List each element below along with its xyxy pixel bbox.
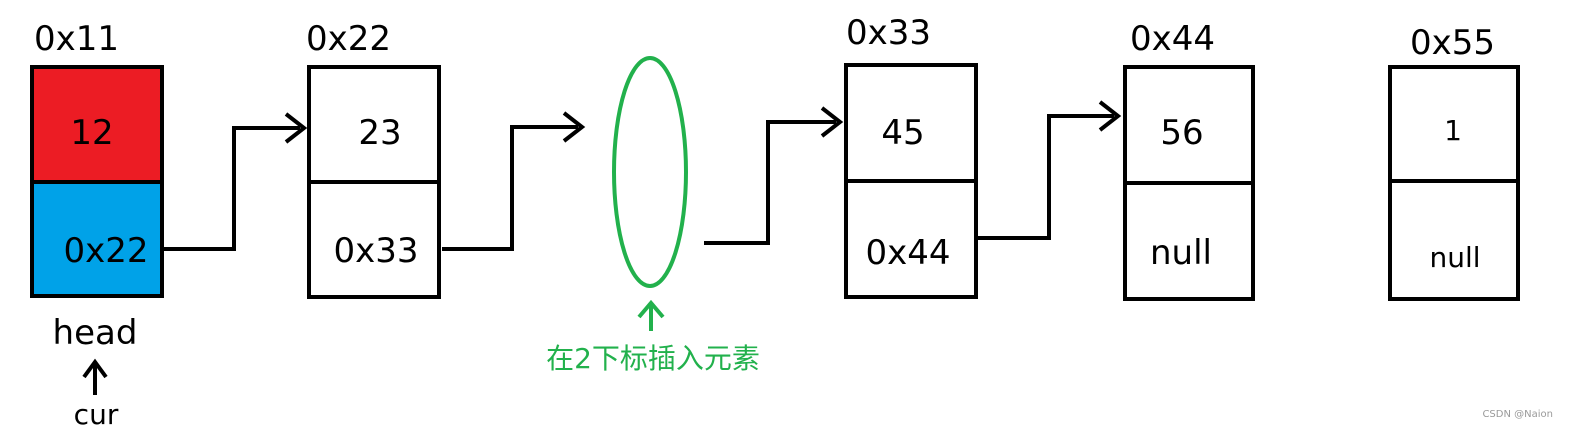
node-next: 0x22 [63, 231, 148, 271]
node-value-cell [30, 65, 164, 184]
node-value: 45 [881, 113, 924, 153]
node-next: null [1429, 241, 1480, 274]
watermark-text: CSDN @Naion [1482, 409, 1553, 420]
node-address-label: 0x44 [1130, 19, 1215, 59]
node-next-cell [1388, 179, 1520, 301]
node-next-cell [307, 180, 441, 299]
node-next: 0x44 [865, 233, 950, 273]
list-node-0x44: 0x44 56 null [1123, 19, 1255, 301]
node-next-cell [1123, 181, 1255, 301]
head-pointer-label: head [53, 313, 138, 353]
insert-up-arrow [637, 299, 665, 331]
node-next-cell [844, 179, 978, 299]
node-address-label: 0x55 [1410, 23, 1495, 63]
node-address-label: 0x22 [306, 19, 391, 59]
node-next-cell [30, 180, 164, 298]
list-node-0x11: 0x11 12 0x22 [30, 19, 164, 298]
list-node-0x22: 0x22 23 0x33 [306, 19, 441, 299]
link-arrow-0x22-to-gap [442, 111, 586, 251]
list-node-0x33: 0x33 45 0x44 [844, 13, 978, 299]
node-next: 0x33 [333, 231, 418, 271]
node-value: 12 [70, 113, 113, 153]
link-arrow-0x11-to-0x22 [164, 112, 308, 251]
cur-up-arrow [82, 358, 108, 395]
node-value: 56 [1160, 113, 1203, 153]
node-address-label: 0x33 [846, 13, 931, 53]
insert-note: 在2下标插入元素 [546, 342, 760, 375]
node-address-label: 0x11 [34, 19, 119, 59]
node-next: null [1150, 233, 1212, 273]
node-value: 23 [358, 113, 401, 153]
insert-gap-ellipse [612, 56, 688, 288]
cur-pointer-label: cur [74, 398, 119, 431]
list-node-0x55: 0x55 1 null [1388, 23, 1520, 301]
link-arrow-gap-to-0x33 [704, 106, 844, 245]
link-arrow-0x33-to-0x44 [978, 100, 1122, 240]
node-value: 1 [1444, 114, 1462, 147]
insert-position-marker: 在2下标插入元素 [546, 56, 760, 375]
